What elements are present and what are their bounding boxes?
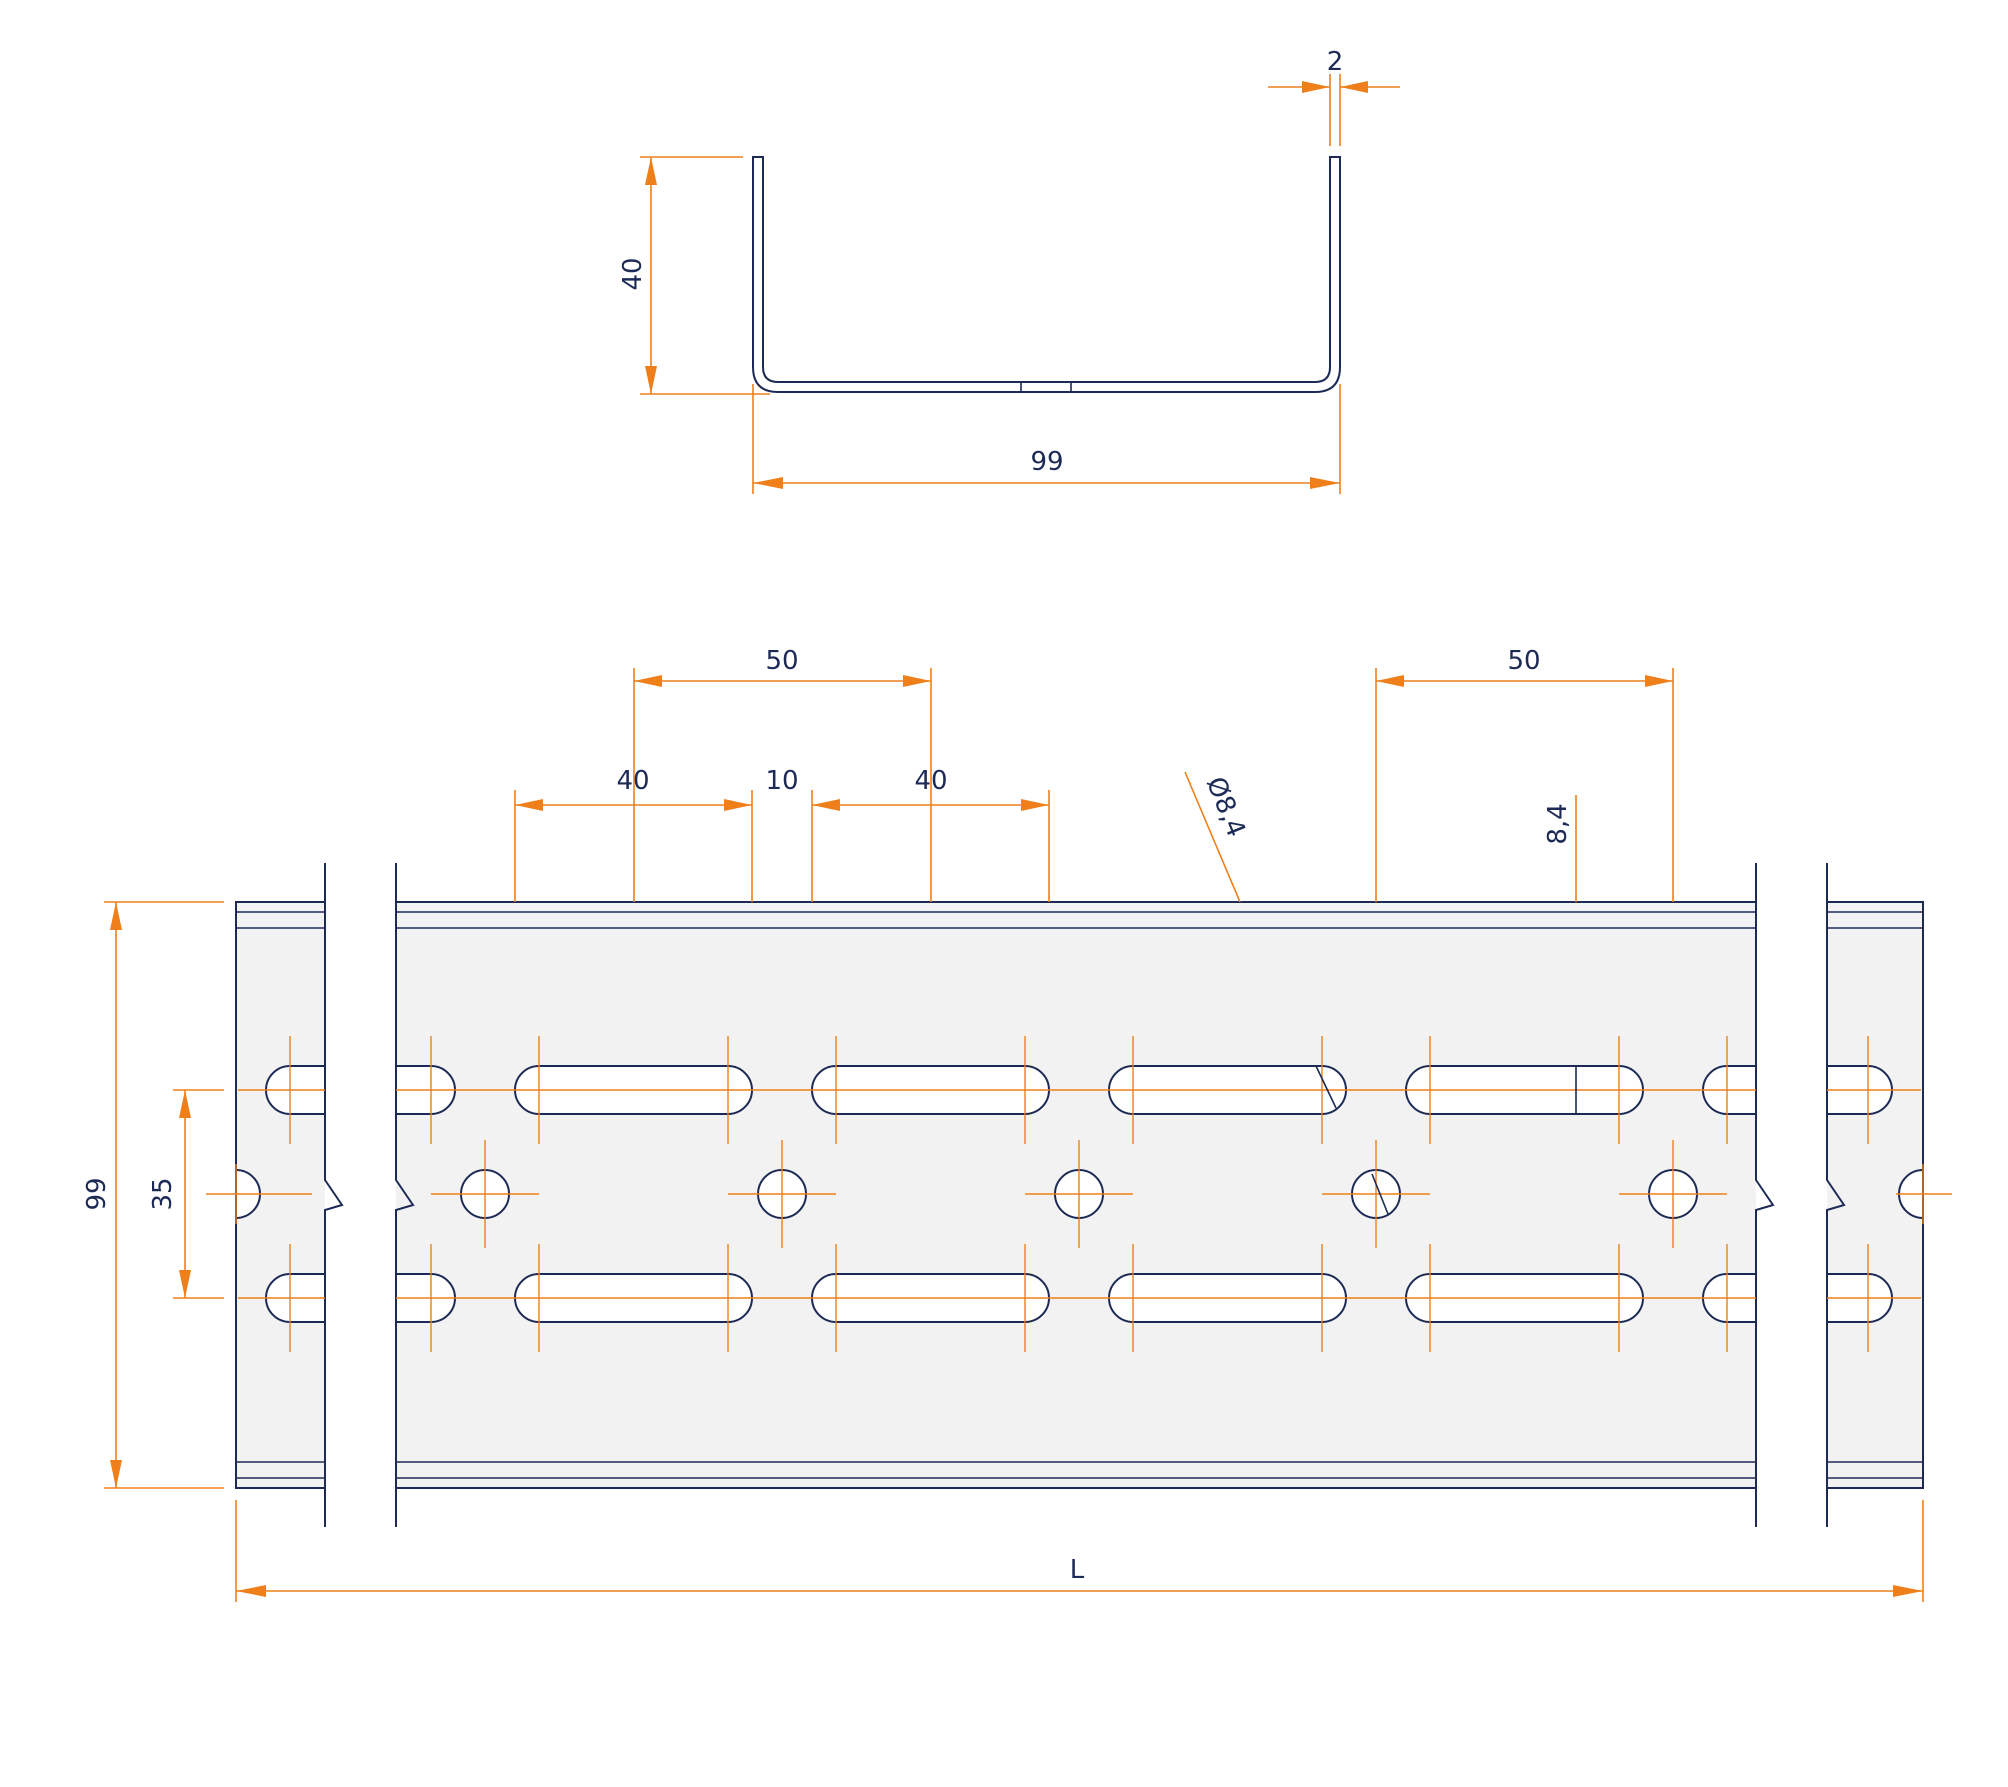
- dimension-width-99-label: 99: [1030, 447, 1063, 477]
- dimension-slot-width-label: 8,4: [1543, 803, 1573, 844]
- holes-group: [235, 1065, 1924, 1323]
- dimension-thickness-2-label: 2: [1327, 47, 1344, 77]
- dimension-slot-width: 8,4: [1543, 795, 1577, 1114]
- dimension-height-40-label: 40: [618, 257, 648, 290]
- dimension-slot-chain: 40 10 40: [514, 766, 1050, 902]
- center-lines: [206, 1036, 1952, 1352]
- dimension-row-spacing-35-label: 35: [148, 1177, 178, 1210]
- dimension-length-L: L: [235, 1500, 1924, 1602]
- profile-section-view: 40 99 2: [618, 47, 1400, 494]
- dimension-overall-height-99: 99: [82, 901, 224, 1489]
- dimension-thickness-2: 2: [1268, 47, 1400, 146]
- dimension-width-99: 99: [752, 384, 1341, 494]
- dimension-length-L-label: L: [1070, 1555, 1085, 1585]
- dimension-slot-length-right-label: 40: [914, 766, 947, 796]
- u-profile-outline: [752, 156, 1341, 393]
- dimension-row-spacing-35: 35: [148, 1089, 224, 1299]
- dimension-pitch-50-left: 50: [633, 646, 932, 902]
- dimension-pitch-50-right: 50: [1375, 646, 1674, 902]
- dimension-pitch-50-right-label: 50: [1507, 646, 1540, 676]
- dimension-height-40: 40: [618, 156, 770, 395]
- dimension-gap-label: 10: [765, 766, 798, 796]
- dimension-hole-diameter-label: Ø8,4: [1200, 773, 1251, 842]
- dimension-slot-length-left-label: 40: [616, 766, 649, 796]
- dimension-pitch-50-left-label: 50: [765, 646, 798, 676]
- profile-plan-view: 99 35 50 50: [82, 646, 1952, 1602]
- break-lines: [324, 863, 1846, 1527]
- dimension-overall-height-99-label: 99: [82, 1177, 112, 1210]
